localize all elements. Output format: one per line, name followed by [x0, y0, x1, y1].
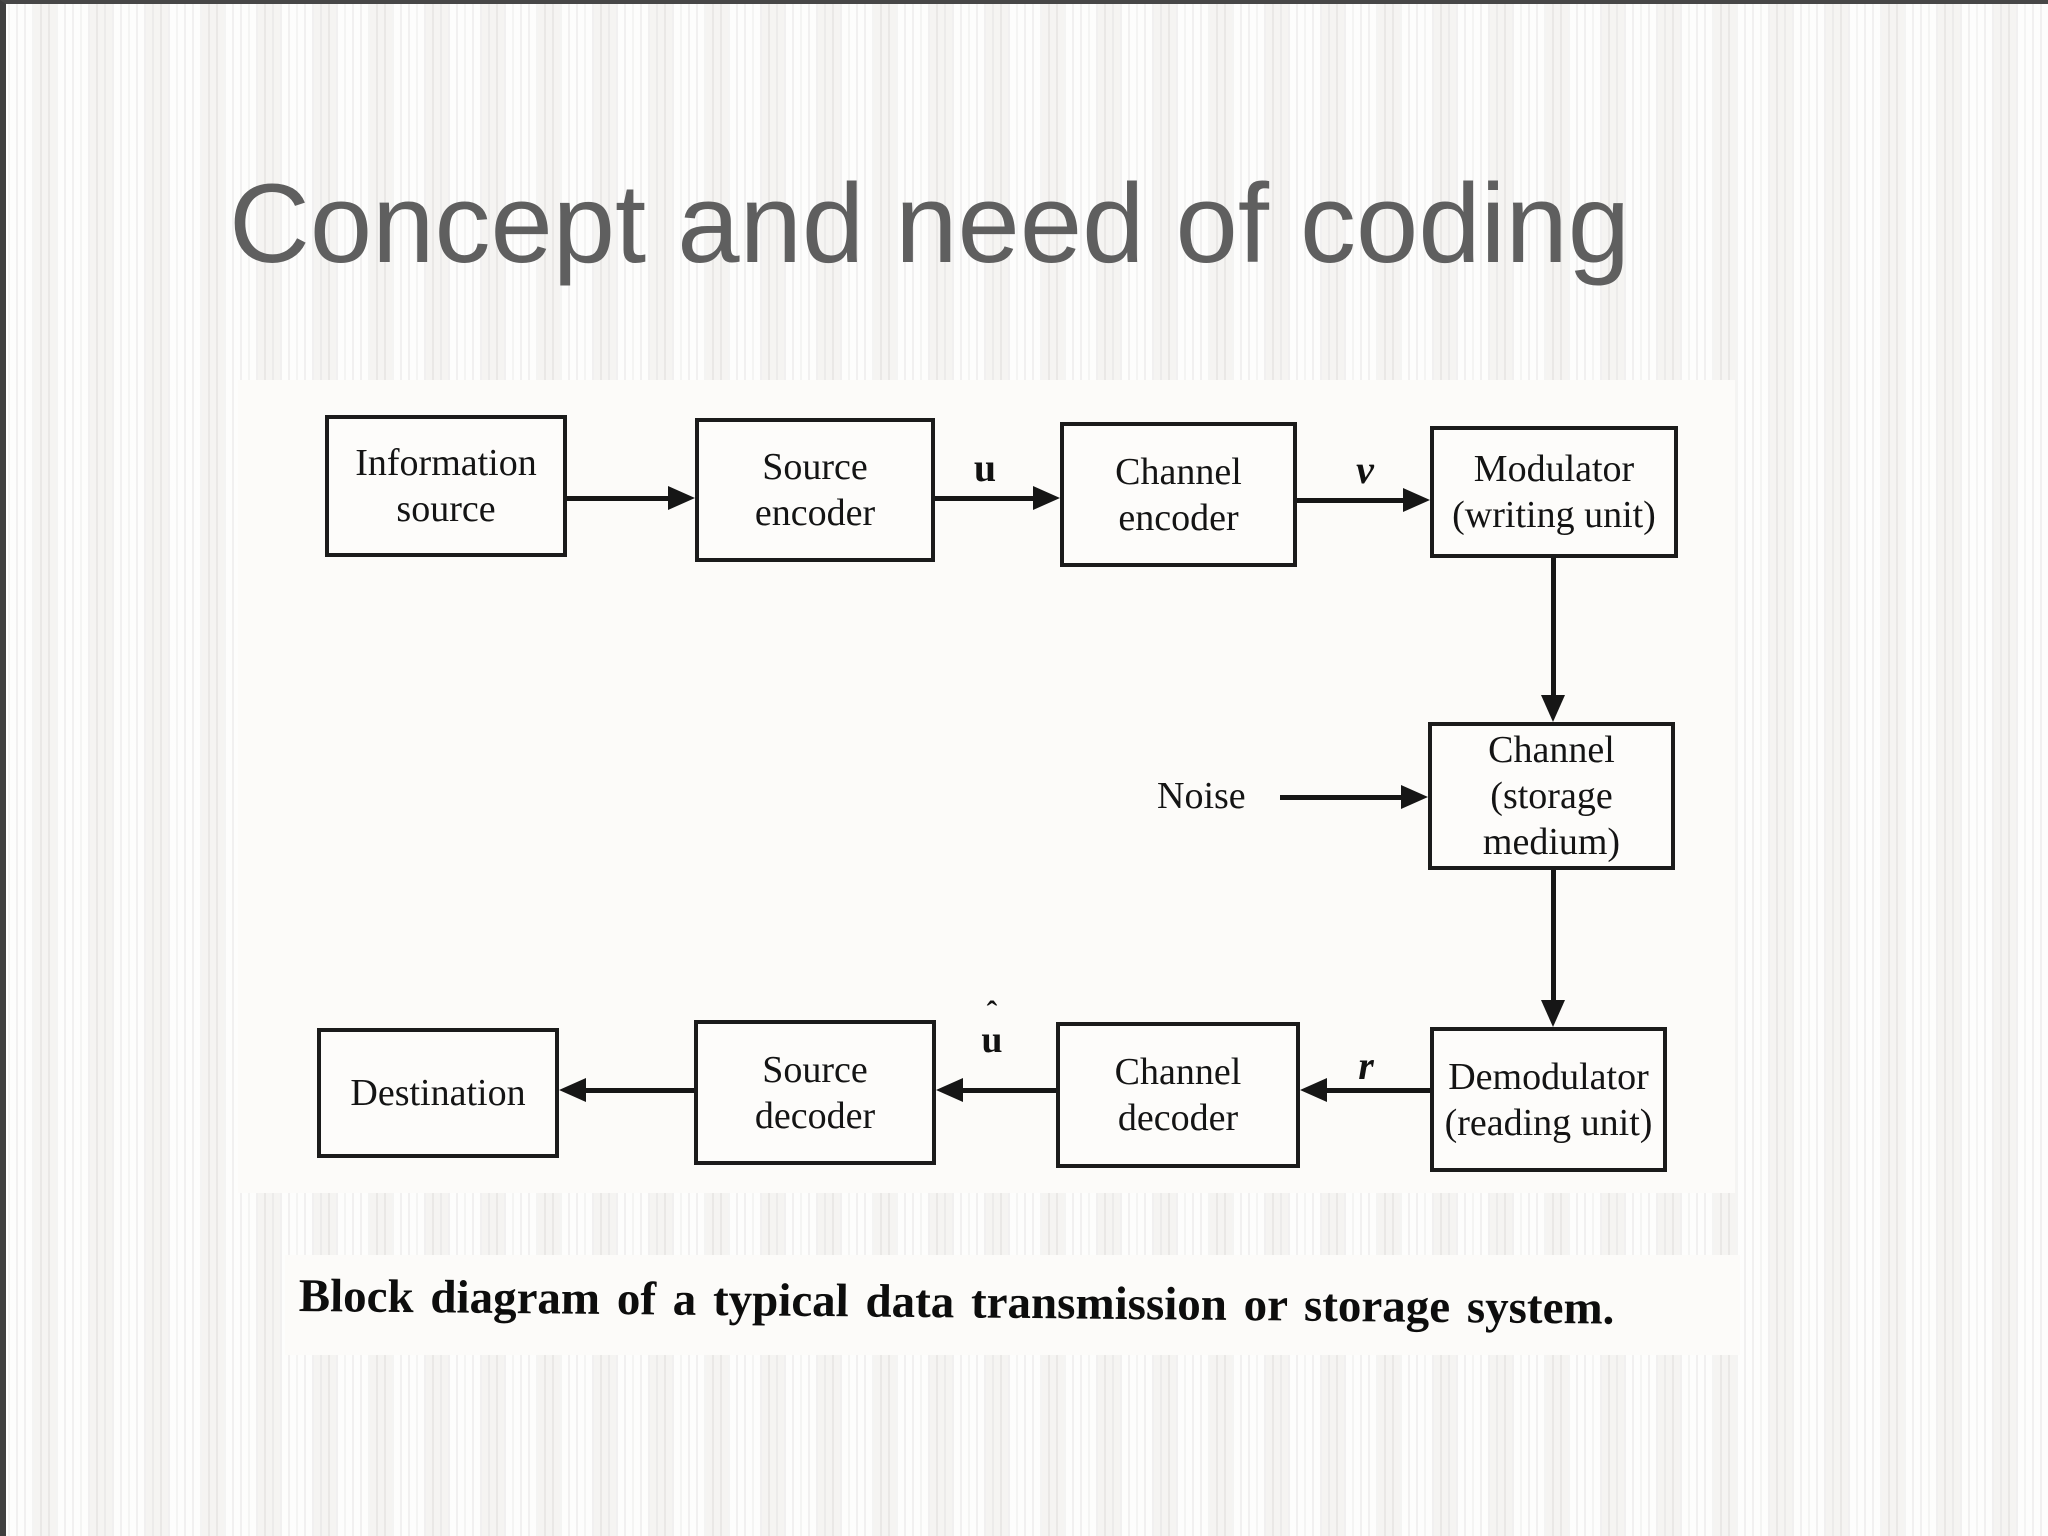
box-line: medium) [1482, 821, 1621, 863]
label-u-hat-letter: u [981, 1019, 1003, 1061]
box-source-decoder: Source decoder [694, 1020, 936, 1165]
box-line: Channel [1488, 729, 1615, 771]
box-destination: Destination [317, 1028, 559, 1158]
box-source-encoder: Source encoder [695, 418, 935, 562]
box-line: source [396, 488, 496, 530]
box-line: decoder [1117, 1097, 1239, 1139]
arrow-demodulator-to-channel-decoder [1300, 1078, 1430, 1102]
box-line: (storage [1490, 775, 1613, 817]
arrow-noise-to-channel [1280, 785, 1428, 809]
box-line: Destination [350, 1072, 526, 1114]
box-channel-storage-medium: Channel (storage medium) [1428, 722, 1675, 870]
label-u: u [973, 445, 997, 490]
box-line: Information [355, 442, 537, 484]
arrow-channel-to-demodulator [1541, 870, 1565, 1027]
arrow-channel-encoder-to-modulator [1297, 488, 1430, 512]
box-line: (reading unit) [1444, 1101, 1653, 1144]
box-line: Channel [1115, 450, 1242, 493]
arrow-modulator-to-channel [1541, 558, 1565, 722]
label-v: v [1356, 447, 1374, 492]
box-information-source: Information source [325, 415, 567, 557]
box-line: Channel [1114, 1051, 1242, 1093]
box-channel-encoder: Channel encoder [1060, 422, 1297, 567]
box-modulator: Modulator (writing unit) [1430, 426, 1678, 558]
label-u-hat: ˆ u [968, 994, 1016, 1061]
arrow-source-decoder-to-destination [559, 1078, 694, 1102]
box-demodulator: Demodulator (reading unit) [1430, 1027, 1667, 1172]
box-line: encoder [754, 492, 876, 534]
figure-caption: Block diagram of a typical data transmis… [298, 1270, 1615, 1335]
arrow-channel-decoder-to-source-decoder [936, 1078, 1056, 1102]
box-line: Source [762, 1048, 868, 1091]
label-noise: Noise [1157, 775, 1246, 817]
box-line: Source [762, 446, 868, 488]
caption-band: Block diagram of a typical data transmis… [285, 1255, 1740, 1355]
box-line: (writing unit) [1452, 494, 1656, 536]
box-channel-decoder: Channel decoder [1056, 1022, 1300, 1168]
slide-title: Concept and need of coding [229, 161, 1631, 286]
box-line: Demodulator [1448, 1055, 1649, 1098]
arrow-source-encoder-to-channel-encoder [935, 486, 1060, 510]
arrow-information-source-to-source-encoder [567, 486, 695, 510]
box-line: encoder [1118, 496, 1239, 539]
label-u-hat-caret: ˆ [986, 994, 998, 1030]
label-r: r [1358, 1043, 1374, 1088]
box-line: decoder [754, 1094, 876, 1137]
box-line: Modulator [1473, 448, 1635, 490]
